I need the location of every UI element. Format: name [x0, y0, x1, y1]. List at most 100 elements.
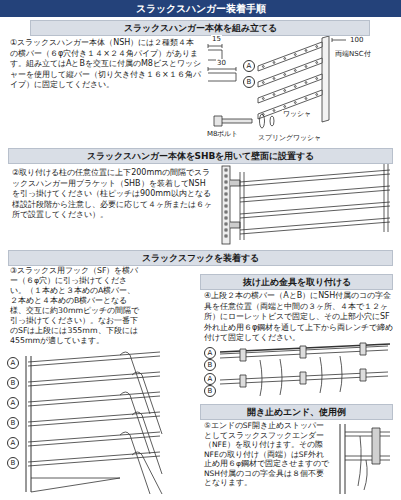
bar-hole [273, 62, 275, 64]
spring-washer [270, 116, 274, 126]
bar-marker: B [7, 417, 19, 429]
post-hole [225, 169, 227, 171]
bar-marker: B [204, 359, 216, 371]
bar-marker: B [7, 377, 19, 389]
bar-marker: A [7, 437, 19, 449]
rack-vertical [26, 356, 31, 492]
section-heading: スラックスフックを装着する [13, 252, 388, 264]
post-hole [225, 211, 227, 213]
bar-marker: B [7, 457, 19, 469]
slacks-hook [120, 392, 150, 454]
section-heading: スラックスハンガー本体をSHBを用いて壁面に設置する [13, 150, 388, 162]
section-header: スラックスフックを装着する [8, 250, 393, 266]
rack-bars [345, 432, 390, 460]
instruction-text: ②取り付ける柱の任意位置に上下200mmの間隔でスラックスハンガー用ブラケット（… [12, 168, 212, 221]
post-hole [225, 187, 227, 189]
section-heading: 開き止めエンド、使用例 [205, 406, 388, 418]
post-hole [225, 205, 227, 207]
slacks-hook [120, 432, 150, 494]
bar-hole [284, 90, 286, 92]
bar-hole [284, 106, 286, 108]
bar-hole [262, 66, 264, 68]
rack-bars [240, 170, 390, 234]
bar-profile [208, 73, 236, 81]
bar-hole [294, 86, 296, 88]
bar-hole [316, 94, 318, 96]
bar-hole [284, 74, 286, 76]
bar-marker: B [243, 76, 255, 88]
horizontal-bars [258, 42, 322, 119]
slacks-hook [132, 372, 162, 434]
instruction-text: ④上段２本の横バー（AとB）にNSH付属のコの字金具を任意位置（両端と中間の３ヶ… [204, 291, 394, 344]
bar-marker: A [243, 60, 255, 72]
bar-hole [262, 82, 264, 84]
bar-hole [305, 98, 307, 100]
instruction-text: ⑤エンドのSF開き止めストッパーとしてスラックスフックエンダー（NFE）を取り付… [204, 421, 330, 488]
bar-hole [316, 46, 318, 48]
section-header: スラックスハンガー本体をSHBを用いて壁面に設置する [8, 148, 393, 164]
bar-marker: B [204, 385, 216, 397]
section-header: 開き止めエンド、使用例 [200, 404, 393, 420]
title-text: スラックスハンガー装着手順 [4, 2, 397, 15]
post-hole [225, 223, 227, 225]
rack-bars [28, 352, 160, 466]
post-hole [225, 199, 227, 201]
bar-holes [262, 46, 317, 116]
post [222, 166, 230, 244]
bar-hole [305, 66, 307, 68]
post-hole [225, 235, 227, 237]
part-label: M8ボルト [206, 130, 240, 139]
section-header: スラックスハンガー本体を組み立てる [30, 20, 370, 36]
dimension-line [208, 44, 222, 48]
bracket [230, 180, 240, 228]
bracket [31, 478, 120, 492]
bar-hole [273, 110, 275, 112]
bar-hole [273, 78, 275, 80]
instruction-text: ③スラックス用フック（SF）を横バー（６φ穴）に引っ掛けてください。（１本めと３… [10, 266, 142, 346]
instruction-text: ①スラックスハンガー本体（NSH）には２種類４本の横バー（６φ穴付き１４×２４角… [10, 38, 202, 91]
bar-hole [294, 70, 296, 72]
bolt [214, 116, 252, 126]
vertical-bar [322, 36, 329, 122]
bar-hole [305, 50, 307, 52]
end-bar [340, 424, 345, 494]
hook [358, 436, 367, 490]
part-label: スプリングワッシャ [257, 134, 322, 143]
post-hole [225, 181, 227, 183]
slacks-hook [120, 352, 150, 414]
post-hole [225, 229, 227, 231]
stopper-fitting [240, 343, 366, 387]
bar-hole [284, 58, 286, 60]
post-hole [225, 217, 227, 219]
bar-marker: A [204, 347, 216, 359]
section-heading: 抜け止め金具を取り付ける [205, 276, 388, 288]
section-heading: スラックスハンガー本体を組み立てる [35, 22, 365, 34]
bar-hole [273, 94, 275, 96]
slacks-hook [132, 452, 162, 494]
bar-marker: A [7, 357, 19, 369]
part-label: 100 [349, 36, 364, 45]
washer [260, 114, 265, 128]
bar-hole [316, 62, 318, 64]
part-label: ワッシャ [282, 110, 312, 119]
bar-marker: A [204, 373, 216, 385]
bar-hole [294, 102, 296, 104]
post-hole [225, 175, 227, 177]
bar-hole [262, 98, 264, 100]
part-label: 30 [216, 59, 227, 68]
title-band: スラックスハンガー装着手順 [0, 0, 401, 17]
part-label: 15 [211, 35, 222, 44]
hook-ender [372, 428, 380, 464]
bar-marker: A [7, 397, 19, 409]
bar-hole [316, 78, 318, 80]
hook [260, 356, 342, 396]
section-header: 抜け止め金具を取り付ける [200, 274, 393, 290]
dimension-line [332, 38, 346, 42]
post-hole [225, 193, 227, 195]
bar-hole [305, 82, 307, 84]
slacks-hooks [120, 352, 162, 494]
bar-hole [294, 54, 296, 56]
post-holes [225, 169, 227, 237]
part-label: 両端NSC付 [334, 50, 372, 59]
